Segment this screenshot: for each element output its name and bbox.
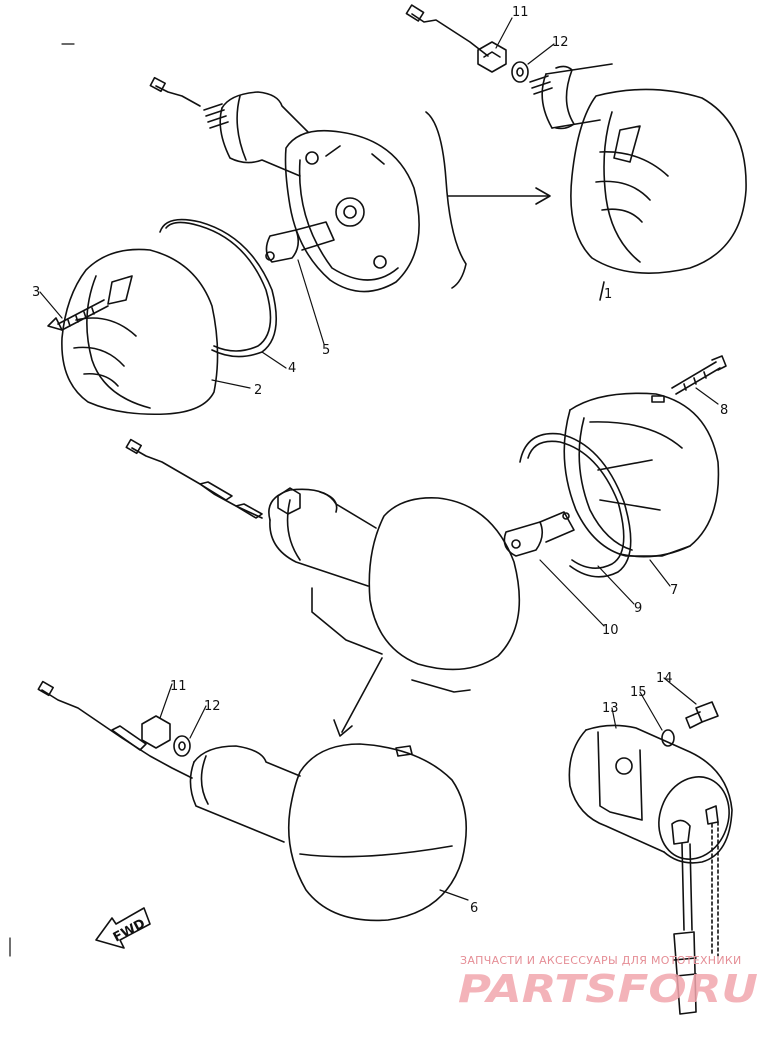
nut-icon	[141, 715, 171, 749]
watermark-tagline: ЗАПЧАСТИ И АКСЕССУАРЫ ДЛЯ МОТОТЕХНИКИ	[460, 954, 742, 967]
turn-signal-exploded-top-left	[47, 76, 420, 416]
screw-icon	[671, 361, 721, 395]
label-part-12-top: 12	[552, 35, 569, 50]
turn-signal-exploded-middle	[125, 355, 727, 693]
label-part-3: 3	[32, 285, 40, 300]
label-part-7: 7	[670, 583, 678, 598]
washer-icon	[173, 735, 191, 757]
forward-arrow-icon	[95, 907, 151, 949]
assembly-arrow-bottom	[333, 657, 383, 737]
watermark-logo: PARTSFORU	[458, 967, 758, 1011]
bolt-icon	[695, 701, 719, 723]
label-part-12-bottom: 12	[204, 699, 221, 714]
label-part-5: 5	[322, 343, 330, 358]
label-part-10: 10	[602, 623, 619, 638]
washer-icon	[661, 729, 675, 747]
label-part-11-bottom: 11	[170, 679, 187, 694]
nut-icon	[477, 41, 507, 73]
turn-signal-assembly-bottom	[37, 680, 467, 922]
washer-icon	[511, 61, 529, 83]
label-part-6: 6	[470, 901, 478, 916]
label-part-15: 15	[630, 685, 647, 700]
label-part-8: 8	[720, 403, 728, 418]
screw-icon	[47, 317, 63, 331]
label-part-1: 1	[604, 287, 612, 302]
label-part-4: 4	[288, 361, 296, 376]
mounting-bracket-assembly	[568, 701, 733, 1015]
fwd-label: FWD	[111, 916, 148, 945]
label-part-9: 9	[634, 601, 642, 616]
label-part-2: 2	[254, 383, 262, 398]
label-part-11-top: 11	[512, 5, 529, 20]
label-part-14: 14	[656, 671, 673, 686]
assembly-arrow-top	[425, 111, 551, 289]
label-part-13: 13	[602, 701, 619, 716]
leader-lines	[39, 17, 719, 901]
turn-signal-assembly-top-right	[405, 4, 747, 301]
watermark: ЗАПЧАСТИ И АКСЕССУАРЫ ДЛЯ МОТОТЕХНИКИ PA…	[458, 954, 758, 1011]
